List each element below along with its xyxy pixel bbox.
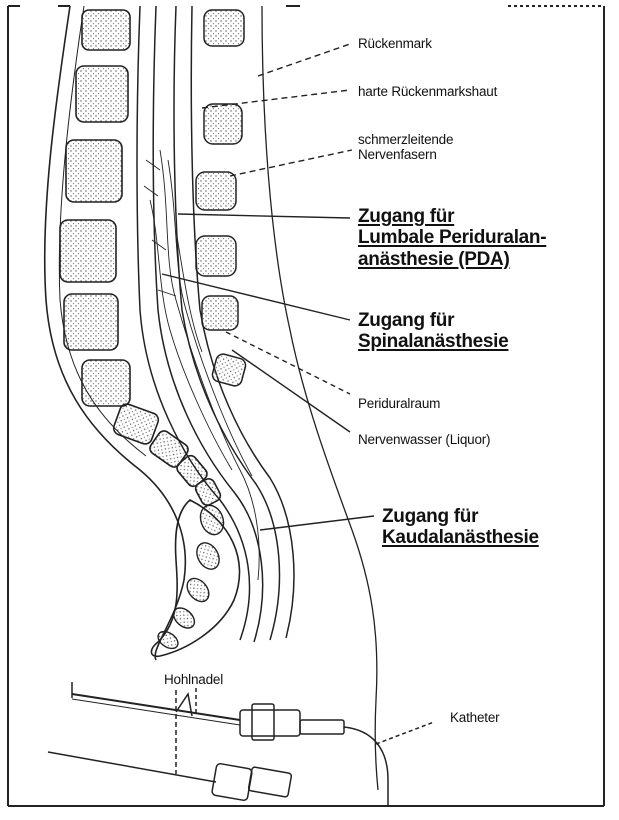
label-harte-rueckenmarkshaut: harte Rückenmarkshaut bbox=[358, 84, 497, 99]
label-pda-line2: Lumbale Periduralan- bbox=[358, 227, 546, 248]
label-katheter: Katheter bbox=[450, 710, 499, 725]
label-spinal-line2: Spinalanästhesie bbox=[358, 331, 508, 352]
label-pda-line1: Zugang für bbox=[358, 206, 546, 227]
label-rueckenmark: Rückenmark bbox=[358, 36, 432, 51]
label-periduralraum: Periduralraum bbox=[358, 396, 440, 411]
label-kaudal-line1: Zugang für bbox=[382, 506, 539, 527]
label-pda-line3: anästhesie (PDA) bbox=[358, 249, 546, 270]
label-nervenfasern-line2: Nervenfasern bbox=[358, 147, 453, 162]
label-nervenwasser-liquor: Nervenwasser (Liquor) bbox=[358, 432, 490, 447]
label-zugang-pda: Zugang für Lumbale Periduralan- anästhes… bbox=[358, 206, 546, 270]
label-zugang-spinal: Zugang für Spinalanästhesie bbox=[358, 310, 508, 353]
label-kaudal-line2: Kaudalanästhesie bbox=[382, 527, 539, 548]
label-spinal-line1: Zugang für bbox=[358, 310, 508, 331]
label-schmerzleitende-nervenfasern: schmerzleitende Nervenfasern bbox=[358, 132, 453, 162]
label-nervenfasern-line1: schmerzleitende bbox=[358, 132, 453, 147]
label-zugang-kaudal: Zugang für Kaudalanästhesie bbox=[382, 506, 539, 549]
label-hohlnadel: Hohlnadel bbox=[164, 672, 223, 687]
